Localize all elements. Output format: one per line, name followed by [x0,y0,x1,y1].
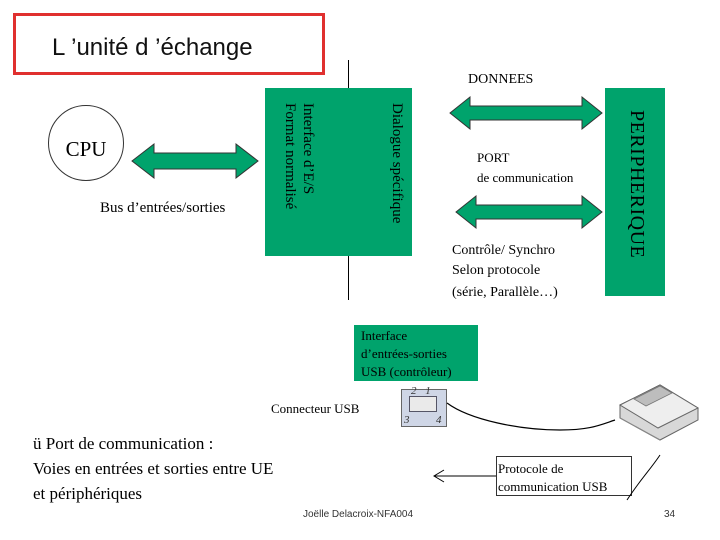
bullet-line2: Voies en entrées et sorties entre UE [33,459,274,478]
printer-icon [618,384,700,441]
usb-controller-line1: Interface [361,328,408,343]
page-number: 34 [664,509,676,520]
interface-label: Interface d’E/S [300,103,316,195]
cpu-circle [48,105,124,181]
controle-line3: (série, Parallèle…) [452,285,558,300]
usb-controller-block [354,325,478,381]
bus-label: Bus d’entrées/sorties [100,200,226,216]
protocole-line1: Protocole de [498,461,564,476]
bullet-line3: et périphériques [33,484,143,503]
footer-author: Joëlle Delacroix-NFA004 [303,509,414,520]
usb-controller-line2: d’entrées-sorties [361,346,447,361]
protocole-line2: communication USB [498,479,608,494]
double-arrow-icon [433,469,496,483]
donnees-label: DONNEES [468,72,534,87]
controle-line2: Selon protocole [452,263,541,278]
bullet-line1: ü Port de communication : [33,434,214,453]
slide-title: L ’unité d ’échange [52,34,253,61]
usb-cable [446,402,616,431]
usb-pin-numbers-top: 2 1 [411,385,434,397]
title-box [13,13,325,75]
double-arrow-icon [131,142,259,180]
protocole-box [496,456,632,496]
peripherique-label: PERIPHERIQUE [626,110,648,259]
port-label-line1: PORT [477,150,510,165]
peripherique-block [605,88,665,296]
double-arrow-icon [449,95,603,131]
usb-pin-number-3: 3 [404,414,410,426]
usb-controller-line3: USB (contrôleur) [361,364,452,379]
interface-block [265,88,412,256]
controle-line1: Contrôle/ Synchro [452,243,556,258]
usb-pin-number-4: 4 [436,414,442,426]
protocol-curve [626,454,661,501]
double-arrow-icon [455,194,603,230]
dialogue-label: Dialogue spécifique [389,103,405,224]
cpu-label: CPU [65,137,107,161]
format-label: Format normalisé [282,103,298,210]
port-label-line2: de communication [477,170,574,185]
usb-port-slot [409,396,437,412]
connecteur-label: Connecteur USB [271,401,360,416]
